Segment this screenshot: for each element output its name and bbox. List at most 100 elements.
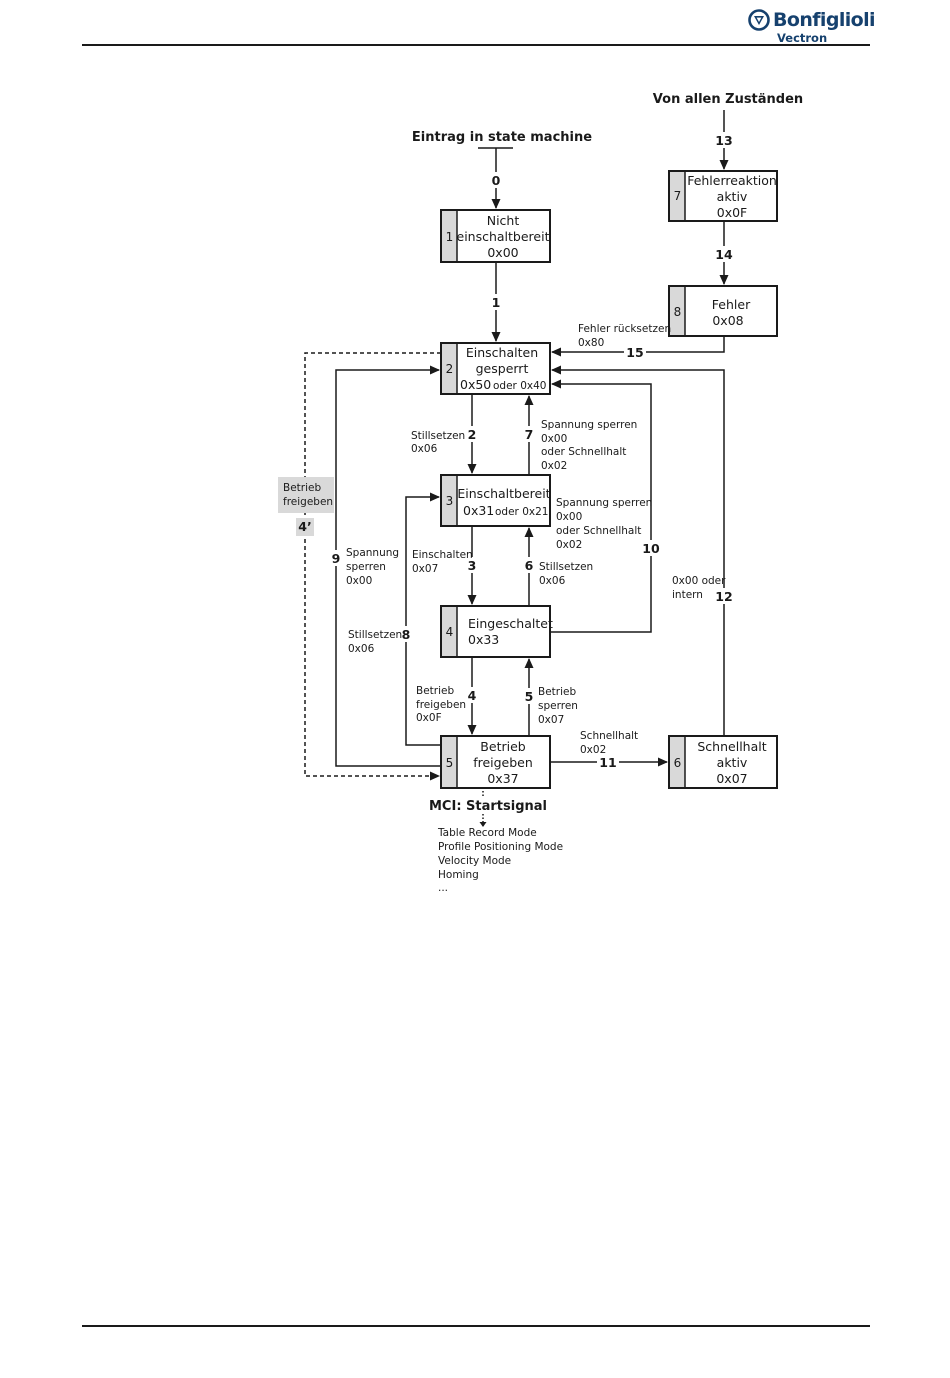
transition-10-code: 0x00 (556, 511, 582, 523)
transition-14-number: 14 (715, 247, 733, 262)
transition-5-label: Betrieb (538, 686, 576, 698)
transition-15-number: 15 (626, 345, 643, 360)
transition-8-number: 8 (402, 627, 411, 642)
state-index: 4 (446, 625, 454, 639)
transition-13-number: 13 (715, 133, 732, 148)
state-8: 8 Fehler 0x08 (668, 285, 778, 337)
brand-sub: Vectron (777, 31, 828, 45)
state-code: 0x08 (712, 313, 743, 328)
transition-2-label: Stillsetzen (411, 430, 465, 442)
transition-4-prime-label: Betrieb (283, 482, 321, 494)
transition-4-label: freigeben (416, 699, 466, 711)
transition-7-number: 7 (525, 427, 534, 442)
transition-12-number: 12 (715, 589, 732, 604)
state-code-alt: oder 0x21 (495, 506, 548, 518)
transition-10-number: 10 (642, 541, 660, 556)
state-label: Eingeschaltet (468, 616, 553, 631)
transition-9-label: Spannung (346, 547, 399, 559)
state-code: 0x31 (463, 503, 494, 518)
transition-12-label: intern (672, 589, 703, 601)
mci-mode: Table Record Mode (437, 827, 537, 839)
state-index: 7 (674, 189, 682, 203)
state-3: 3 Einschaltbereit 0x31 oder 0x21 (440, 474, 551, 527)
transition-7-code: 0x02 (541, 460, 567, 472)
transition-6-label: Stillsetzen (539, 561, 593, 573)
mci-title: MCI: Startsignal (429, 799, 547, 814)
transition-1-number: 1 (492, 295, 501, 310)
state-index: 8 (674, 305, 682, 319)
mci-mode: Homing (438, 869, 479, 881)
state-label: freigeben (473, 755, 533, 770)
transition-5-label: sperren (538, 700, 578, 712)
state-index: 5 (446, 756, 454, 770)
state-index: 2 (446, 362, 454, 376)
transition-11-label: Schnellhalt (580, 730, 638, 742)
transition-10-label: Spannung sperren (556, 497, 652, 509)
transition-7-label: oder Schnellhalt (541, 446, 626, 458)
state-code: 0x07 (716, 771, 747, 786)
mci-mode: ... (438, 882, 448, 894)
transition-12-label: 0x00 oder (672, 575, 726, 587)
state-label: aktiv (717, 189, 748, 204)
transition-8 (405, 492, 441, 746)
state-label: Fehler (712, 297, 751, 312)
transition-9-number: 9 (332, 551, 341, 566)
entry-label: Eintrag in state machine (412, 130, 592, 145)
transition-4-prime-number: 4’ (298, 519, 311, 534)
bonfiglioli-logo: Bonfiglioli Vectron (748, 6, 876, 48)
transition-5-number: 5 (525, 689, 534, 704)
transition-7-code: 0x00 (541, 433, 567, 445)
state-code: 0x00 (487, 245, 518, 260)
header-rule (82, 44, 870, 46)
transition-3-code: 0x07 (412, 563, 438, 575)
state-5: 5 Betrieb freigeben 0x37 (440, 735, 551, 789)
state-code-alt: oder 0x40 (493, 380, 546, 392)
state-label: Einschaltbereit (457, 486, 550, 501)
transition-3-label: Einschalten (412, 549, 473, 561)
transition-4-prime-label-box (278, 477, 334, 513)
transition-4-prime (304, 352, 441, 781)
state-code: 0x37 (487, 771, 518, 786)
transition-6-number: 6 (525, 558, 534, 573)
transition-2-number: 2 (468, 427, 477, 442)
state-2: 2 Einschalten gesperrt 0x50 oder 0x40 (440, 342, 551, 395)
transition-8-code: 0x06 (348, 643, 375, 655)
brand-name: Bonfiglioli (773, 9, 876, 31)
state-label: Betrieb (480, 739, 525, 754)
transition-15 (551, 336, 725, 357)
transition-9-label: sperren (346, 561, 386, 573)
transition-10-code: 0x02 (556, 539, 582, 551)
mci-arrow-head (479, 822, 487, 827)
transition-15-code: 0x80 (578, 337, 604, 349)
transition-12 (551, 365, 725, 736)
state-6: 6 Schnellhalt aktiv 0x07 (668, 735, 778, 789)
transition-7-label: Spannung sperren (541, 419, 637, 431)
transition-10-label: oder Schnellhalt (556, 525, 641, 537)
state-label: einschaltbereit (457, 229, 550, 244)
transition-5-code: 0x07 (538, 714, 564, 726)
state-label: Fehlerreaktion (687, 173, 777, 188)
state-label: aktiv (717, 755, 748, 770)
transition-3-number: 3 (468, 558, 477, 573)
transition-4-code: 0x0F (416, 712, 442, 724)
footer-rule (82, 1325, 870, 1327)
state-index: 6 (674, 756, 682, 770)
state-label: Einschalten (466, 345, 538, 360)
transition-11-code: 0x02 (580, 744, 606, 756)
transition-9-code: 0x00 (346, 575, 372, 587)
state-label: Schnellhalt (697, 739, 766, 754)
state-4: 4 Eingeschaltet 0x33 (440, 605, 553, 658)
mci-mode: Profile Positioning Mode (438, 841, 563, 853)
state-label: gesperrt (476, 361, 529, 376)
state-index: 3 (446, 494, 454, 508)
transition-10 (550, 379, 652, 633)
state-1: 1 Nicht einschaltbereit 0x00 (440, 209, 551, 263)
state-index: 1 (446, 230, 454, 244)
bonfiglioli-mark-icon (748, 9, 770, 31)
transition-2-code: 0x06 (411, 443, 438, 455)
transition-4-label: Betrieb (416, 685, 454, 697)
transition-4-number: 4 (468, 688, 477, 703)
state-label: Nicht (487, 213, 520, 228)
state-code: 0x33 (468, 632, 499, 647)
